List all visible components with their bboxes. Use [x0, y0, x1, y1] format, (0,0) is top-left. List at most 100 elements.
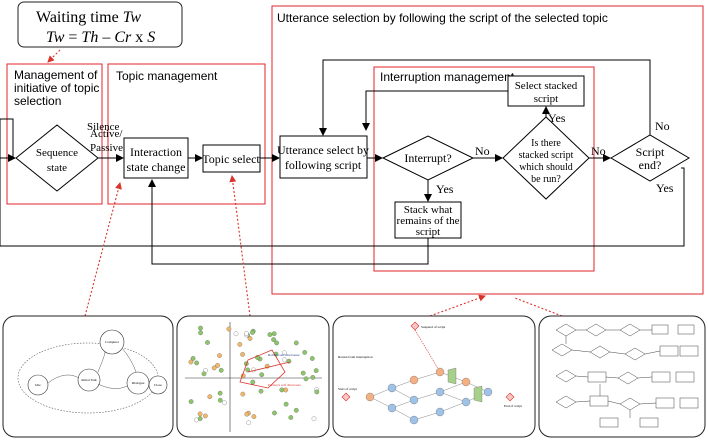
svg-text:script: script: [534, 93, 558, 105]
topic-dot: [288, 415, 294, 420]
script-node: [461, 377, 471, 387]
topic-dot: [310, 375, 316, 380]
topic-dot: [237, 342, 243, 347]
script-node: [409, 375, 419, 385]
interaction-state-change-box: Interaction state change: [123, 137, 189, 179]
script-node: [483, 387, 493, 397]
script-node: [435, 367, 445, 377]
svg-text:Utterance select by: Utterance select by: [277, 143, 369, 157]
topic-dot: [197, 411, 203, 417]
topic-dot: [271, 331, 277, 337]
topic-dot: [282, 350, 287, 356]
topic-dot: [217, 353, 222, 358]
pointer-thumb1: [84, 182, 122, 317]
initiative-section-frame: [6, 63, 103, 205]
interrupt-no-label: No: [475, 144, 490, 158]
topic-dot: [309, 356, 315, 361]
svg-text:End of script: End of script: [504, 404, 522, 408]
interruption-management-title: Interruption management: [380, 70, 515, 84]
script-node: [365, 392, 375, 402]
thumbnail-topic-space: Robot's self disclosure Partner's self d…: [176, 315, 330, 438]
pointer-formula: [47, 49, 61, 63]
topic-dot: [190, 356, 196, 361]
topic-dot: [311, 416, 317, 422]
topic-dot: [188, 359, 194, 365]
silence-loop-line: [0, 118, 14, 158]
topic-dot: [274, 340, 279, 346]
svg-text:Robot's self disclosure: Robot's self disclosure: [268, 353, 300, 357]
topic-dot: [217, 397, 223, 403]
script-edge: [439, 381, 467, 393]
pointer-thumb2: [229, 175, 251, 317]
stacked-yes-label: Yes: [548, 111, 566, 125]
script-edge: [413, 371, 441, 381]
topic-dot: [302, 350, 308, 355]
svg-text:Partner's self disclosure: Partner's self disclosure: [268, 383, 302, 387]
topic-dot: [198, 325, 203, 331]
svg-text:Is there: Is there: [531, 138, 561, 149]
svg-text:Return from interruption: Return from interruption: [338, 355, 373, 359]
svg-text:stacked script: stacked script: [519, 150, 574, 161]
svg-text:Select stacked: Select stacked: [515, 80, 578, 92]
svg-text:Topic select: Topic select: [202, 152, 260, 166]
script-end-no-label: No: [655, 119, 670, 133]
svg-text:Idle: Idle: [35, 383, 41, 387]
initiative-section-title-3: selection: [14, 94, 61, 108]
topic-dot: [240, 352, 245, 357]
utterance-selection-title: Utterance selection by following the scr…: [277, 11, 608, 25]
script-node: [387, 403, 397, 413]
svg-text:be run?: be run?: [531, 174, 561, 185]
topic-dot: [244, 331, 249, 336]
topic-dot: [250, 379, 256, 385]
interrupt-diamond: Interrupt?: [381, 135, 475, 181]
stack-remains-box: Stack what remains of the script: [394, 201, 462, 239]
script-branch-shape: [447, 367, 457, 385]
topic-management-title: Topic management: [116, 69, 218, 83]
active-passive-label-2: Passive: [90, 142, 123, 154]
script-end-diamond: Script end?: [610, 134, 690, 182]
topic-select-box: Topic select: [202, 144, 261, 173]
topic-dot: [300, 370, 306, 376]
topic-dot: [250, 330, 255, 335]
topic-dot: [197, 416, 203, 421]
script-end-yes-label: Yes: [656, 181, 674, 195]
svg-text:script: script: [416, 226, 440, 238]
topic-dot: [201, 371, 207, 377]
topic-dot: [314, 389, 320, 395]
topic-dot: [259, 372, 265, 378]
topic-dot: [244, 411, 250, 417]
topic-dot: [279, 387, 285, 393]
silence-label: Silence: [87, 121, 119, 133]
stacked-no-label: No: [591, 144, 606, 158]
svg-text:state change: state change: [127, 160, 186, 174]
formula-title: Waiting time Tw: [36, 9, 141, 26]
topic-dot: [313, 368, 319, 373]
formula-equation: Tw = Th – Cr x S: [46, 29, 155, 46]
topic-dot: [211, 365, 217, 371]
topic-dot: [198, 330, 203, 336]
script-node: [435, 387, 445, 397]
topic-dot: [293, 340, 299, 346]
interrupt-yes-label: Yes: [436, 182, 454, 196]
thumbnail-mini-flowchart: [538, 315, 706, 438]
topic-dot: [226, 326, 232, 332]
initiative-section-title-2: initiative of topic: [14, 81, 99, 95]
interruption-management-frame: [373, 66, 595, 272]
svg-text:Script: Script: [636, 145, 665, 159]
svg-text:Suspend of script: Suspend of script: [421, 325, 445, 329]
arrow-select-stacked-to-utterance: [362, 90, 508, 131]
script-edge: [439, 391, 467, 403]
svg-text:Stack what: Stack what: [404, 204, 453, 216]
topic-dot: [222, 400, 227, 406]
topic-dot: [303, 376, 309, 382]
stacked-script-diamond: Is there stacked script which should be …: [502, 116, 590, 200]
select-stacked-script-box: Select stacked script: [507, 75, 585, 107]
topic-dot: [282, 357, 287, 363]
topic-dot: [218, 367, 224, 373]
topic-dot: [258, 388, 264, 394]
script-end-return-line: [0, 167, 685, 247]
svg-text:following script: following script: [285, 158, 362, 172]
topic-dot: [217, 390, 223, 396]
